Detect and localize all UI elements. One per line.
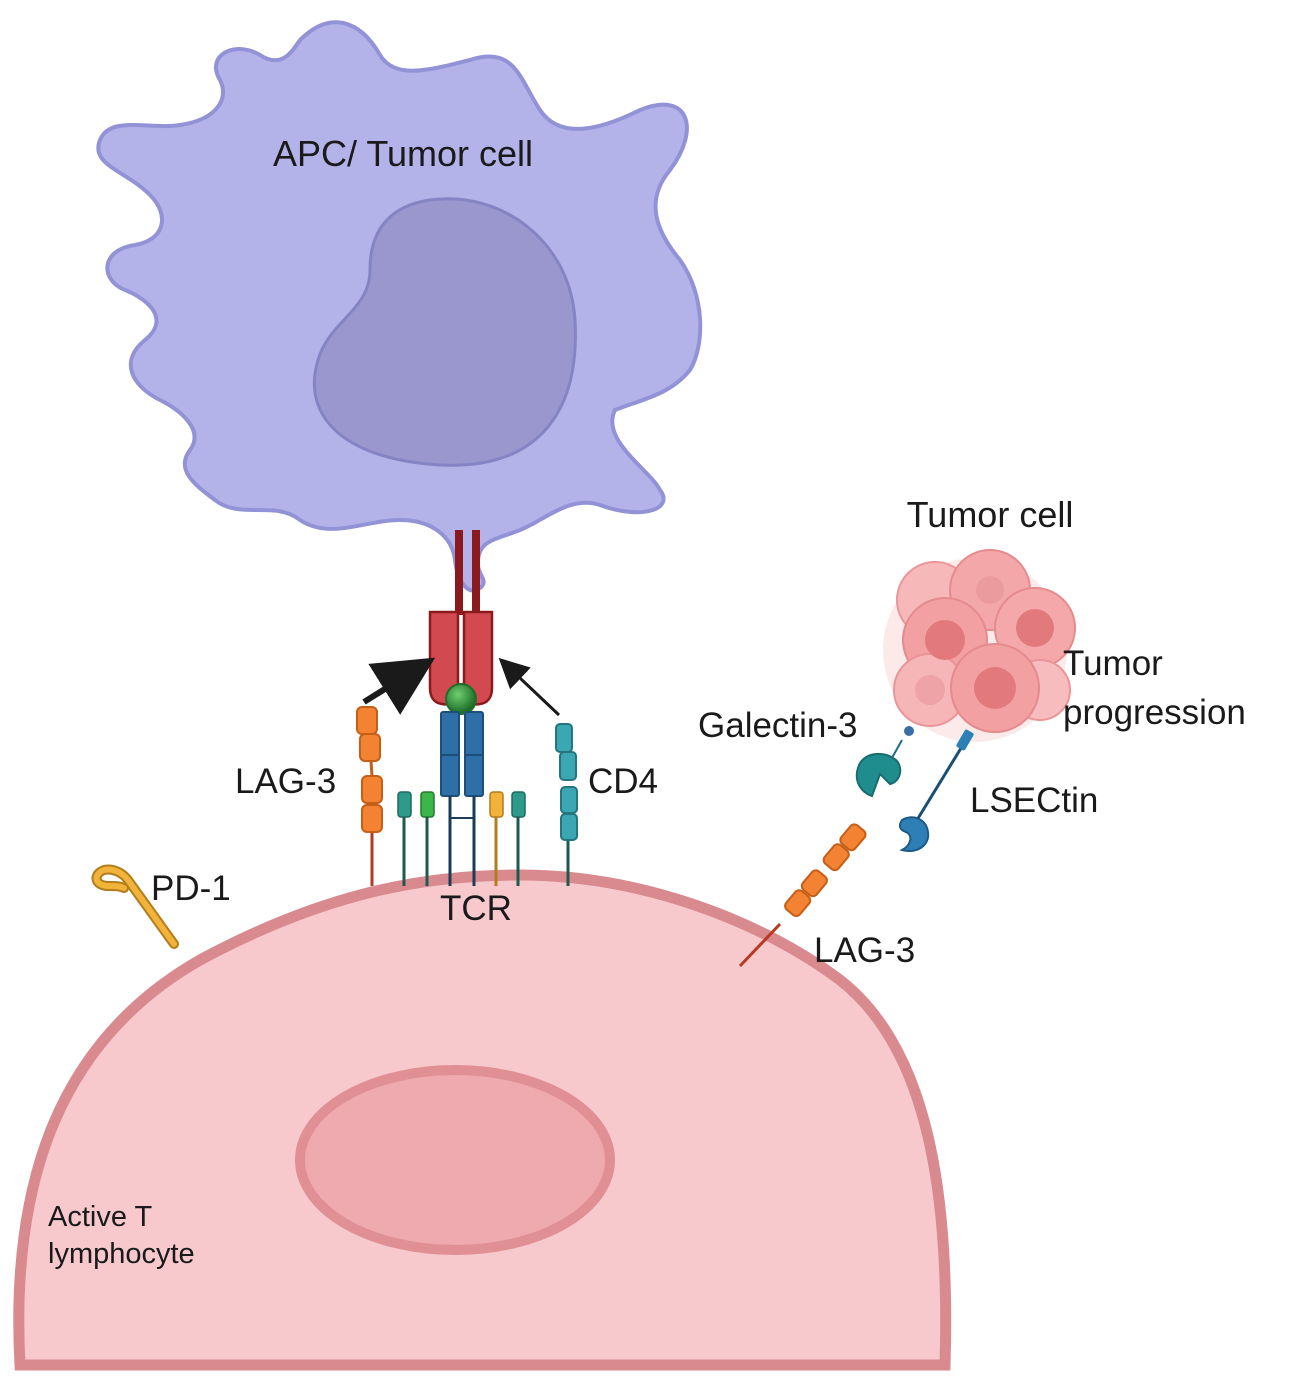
t-lymphocyte: Active T lymphocyte — [13, 869, 952, 1371]
lag3-left-label: LAG-3 — [235, 762, 336, 801]
tcr-complex: TCR — [397, 711, 526, 928]
mhc-stalk-right — [472, 530, 480, 615]
mhc-stalk-left — [455, 530, 463, 615]
tumor-progression-label-line2: progression — [1063, 693, 1246, 732]
pd1-label: PD-1 — [151, 869, 231, 908]
tcr-label: TCR — [440, 889, 512, 928]
cd3-subunit — [420, 791, 435, 886]
cd4-binding-arrow — [498, 657, 561, 717]
cd3-subunit — [489, 791, 504, 886]
t-cell-label-line1: Active T — [48, 1201, 153, 1233]
t-cell-label-line2: lymphocyte — [48, 1238, 195, 1270]
cd4: CD4 — [555, 723, 658, 886]
pd1: PD-1 — [91, 864, 231, 949]
cd3-subunit — [397, 791, 412, 886]
lag3-right: LAG-3 — [738, 823, 915, 970]
cd4-label: CD4 — [588, 762, 658, 801]
apc-nucleus — [312, 197, 577, 467]
tumor-cell-label: Tumor cell — [907, 494, 1074, 535]
lag3-left: LAG-3 — [235, 706, 383, 886]
lsectin: LSECtin — [898, 729, 1098, 852]
apc-cell-label: APC/ Tumor cell — [273, 133, 533, 174]
mhc-ii-complex — [428, 530, 494, 715]
apc-cell: APC/ Tumor cell — [96, 20, 703, 593]
t-cell-nucleus — [295, 1065, 615, 1255]
lag3-binding-arrow — [362, 657, 436, 715]
tumor-cell-cluster: Tumor cell Tumor progression — [883, 494, 1246, 742]
tumor-progression-label-line1: Tumor — [1063, 644, 1163, 683]
lsectin-label: LSECtin — [970, 781, 1098, 820]
galectin-3-label: Galectin-3 — [698, 706, 858, 745]
galectin-3: Galectin-3 — [698, 706, 914, 798]
lag3-right-label: LAG-3 — [814, 931, 915, 970]
peptide-antigen — [445, 683, 477, 715]
cd3-subunit — [511, 791, 526, 886]
